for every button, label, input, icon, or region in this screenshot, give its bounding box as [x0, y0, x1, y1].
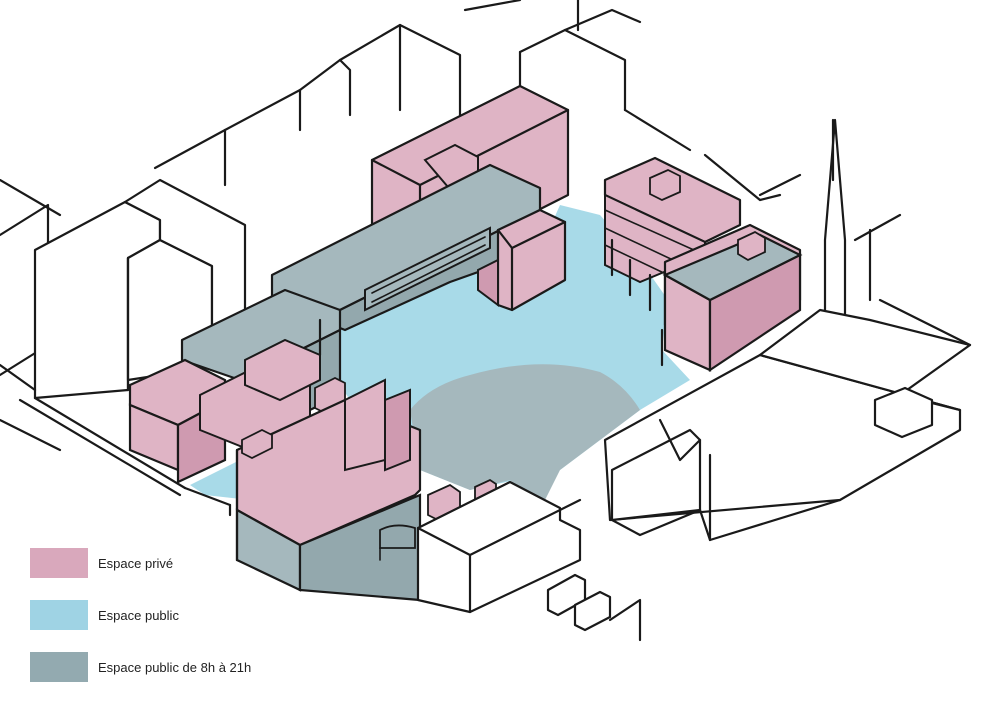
legend-label-private: Espace privé — [98, 555, 174, 571]
street-lines — [0, 363, 232, 517]
front-private-L-block — [235, 378, 497, 602]
bottom-steps — [546, 573, 642, 642]
legend-item-public-timed: Espace public de 8h à 21h — [30, 652, 251, 682]
surrounding-buildings-back — [0, 0, 972, 377]
church-building — [603, 118, 972, 542]
timed-public-ground — [410, 364, 640, 510]
legend-item-private: Espace privé — [30, 548, 173, 578]
legend-swatch-public — [30, 600, 88, 630]
legend: Espace privé Espace public Espace public… — [30, 548, 330, 688]
legend-label-public: Espace public — [98, 607, 179, 623]
legend-swatch-private — [30, 548, 88, 578]
right-private-building — [603, 156, 803, 373]
legend-label-public-timed: Espace public de 8h à 21h — [98, 659, 252, 675]
front-left-private-block — [128, 338, 346, 484]
legend-swatch-public-timed — [30, 652, 88, 682]
front-white-building — [416, 480, 582, 614]
legend-item-public: Espace public — [30, 600, 179, 630]
pink-cube-center — [477, 208, 567, 312]
